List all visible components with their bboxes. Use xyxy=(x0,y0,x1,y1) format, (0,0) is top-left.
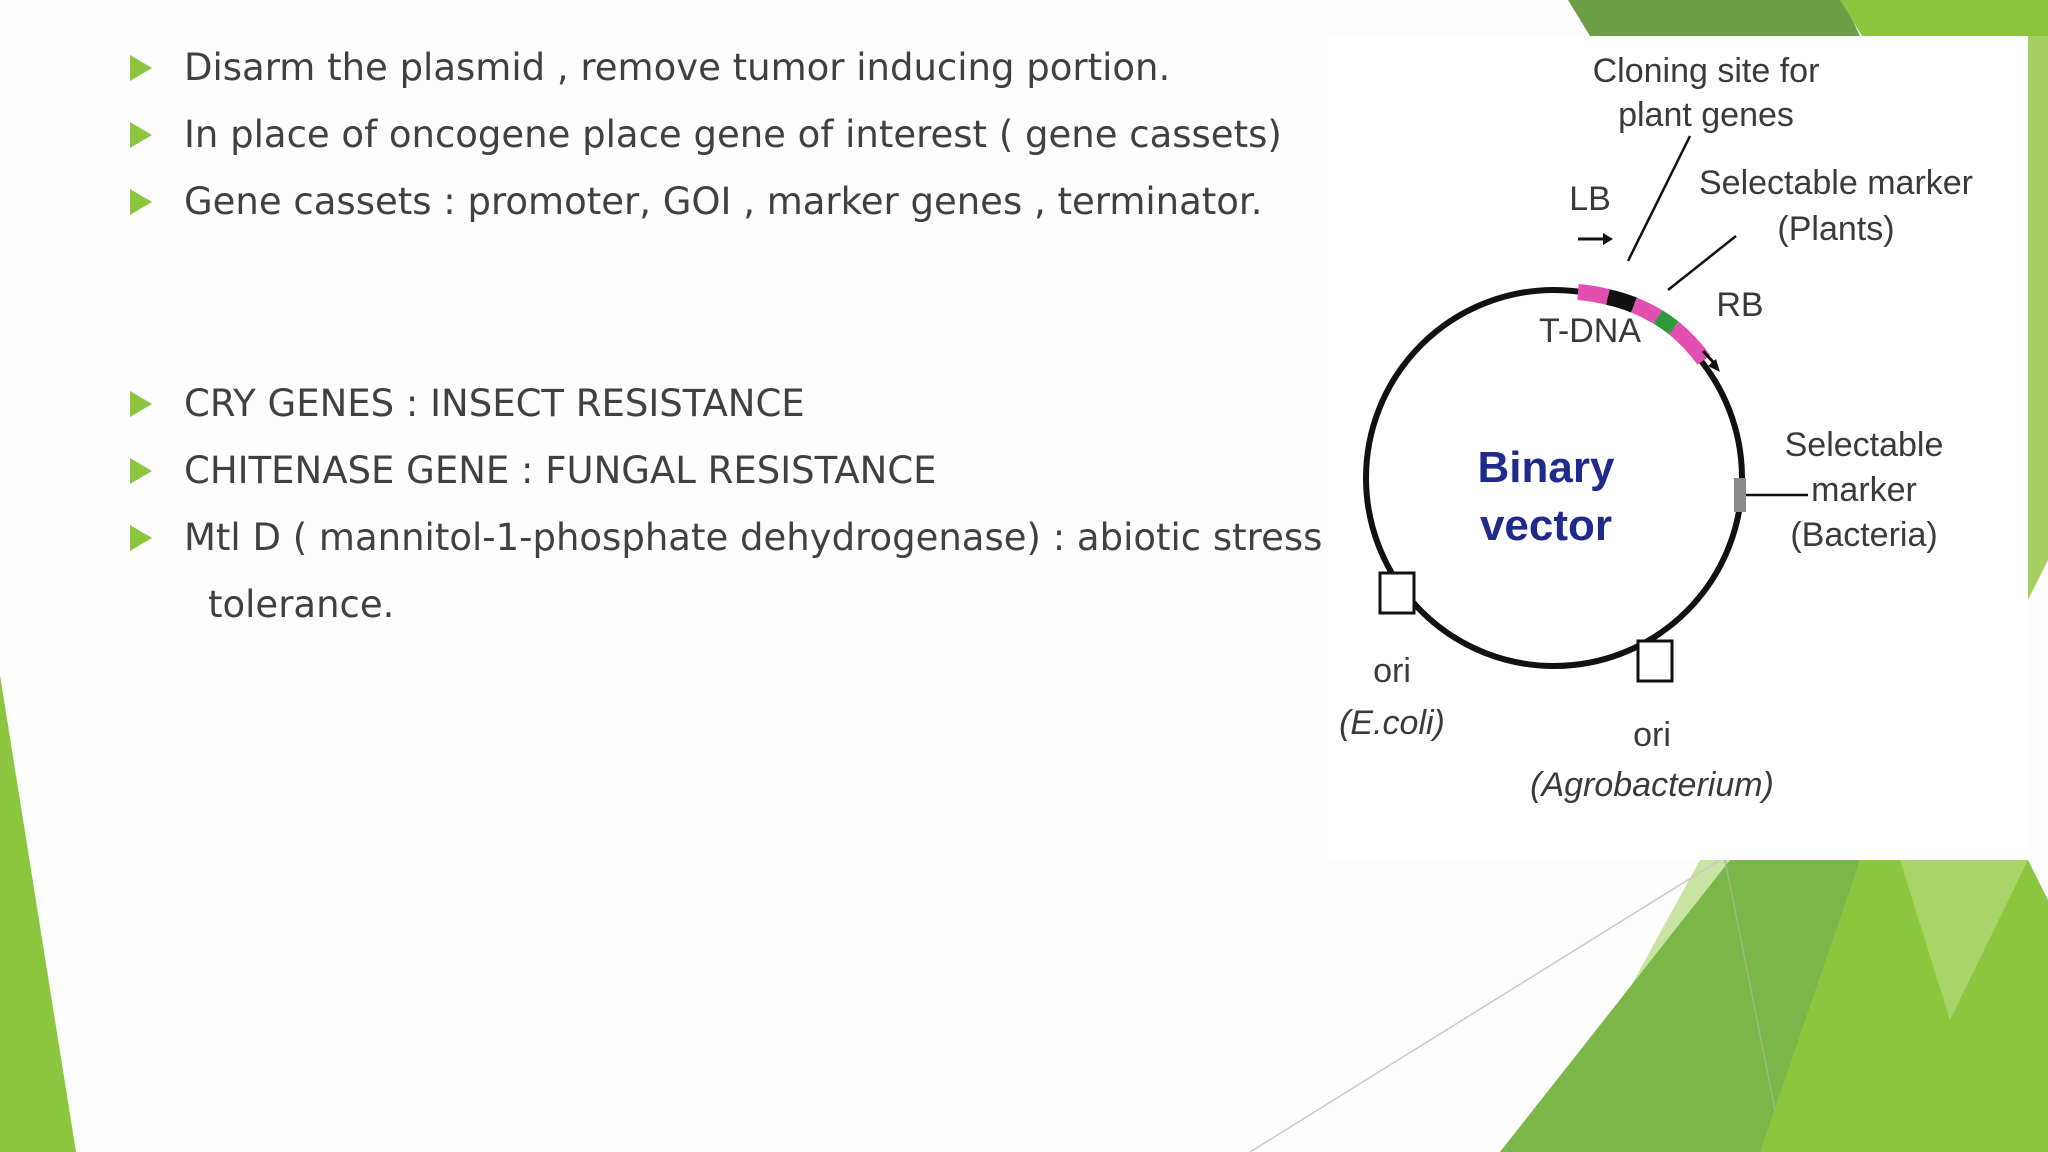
bullet-item: Mtl D ( mannitol-1-phosphate dehydrogena… xyxy=(130,504,1322,571)
diagram-title-line2: vector xyxy=(1480,501,1612,550)
plant-marker-label-line1: Selectable marker xyxy=(1699,164,1973,202)
bacteria-marker-label-line2: marker xyxy=(1811,471,1917,509)
ori-ecoli-label-line1: ori xyxy=(1373,652,1411,690)
transgene-pink-segment xyxy=(1630,297,1663,324)
bg-shape-top-dark xyxy=(1568,0,1860,36)
bullet-text: Mtl D ( mannitol-1-phosphate dehydrogena… xyxy=(184,516,1323,559)
ori-agro-box xyxy=(1636,639,1674,683)
plant-marker-segment xyxy=(1653,310,1679,335)
bullet-text: In place of oncogene place gene of inter… xyxy=(184,113,1282,156)
cloning-site-pointer xyxy=(1626,135,1692,262)
bullet-item: CHITENASE GENE : FUNGAL RESISTANCE xyxy=(130,437,937,504)
cloning-site-label-line2: plant genes xyxy=(1618,96,1794,134)
bg-shape-right-light xyxy=(2028,36,2048,600)
bg-thin-line xyxy=(1249,859,1721,1152)
bg-thin-line-2 xyxy=(1724,859,1776,1111)
ori-ecoli-box xyxy=(1378,571,1416,615)
bullet-text: CHITENASE GENE : FUNGAL RESISTANCE xyxy=(184,449,937,492)
ori-agro-label-line2: (Agrobacterium) xyxy=(1530,766,1774,804)
rb-arrow-icon xyxy=(1701,349,1716,365)
bg-shape-top-light xyxy=(1840,0,2048,36)
triangle-bullet-icon xyxy=(130,122,152,148)
ori-agro-label-line1: ori xyxy=(1633,716,1671,754)
bg-shape-bottom-right-light xyxy=(1900,860,2028,1020)
lb-arrowhead-icon xyxy=(1603,233,1613,245)
cloning-site-label-line1: Cloning site for xyxy=(1593,52,1820,90)
triangle-bullet-icon xyxy=(130,55,152,81)
bullet-text: Disarm the plasmid , remove tumor induci… xyxy=(184,46,1171,89)
cloning-site-segment xyxy=(1606,289,1637,313)
right-border-segment xyxy=(1668,321,1711,365)
bullet-item: Disarm the plasmid , remove tumor induci… xyxy=(130,34,1170,101)
triangle-bullet-icon xyxy=(130,391,152,417)
triangle-bullet-icon xyxy=(130,458,152,484)
bullet-item: CRY GENES : INSECT RESISTANCE xyxy=(130,370,805,437)
bg-shape-left-green xyxy=(0,675,76,1152)
tdna-label: T-DNA xyxy=(1539,312,1641,350)
triangle-bullet-icon xyxy=(130,525,152,551)
left-border-segment xyxy=(1577,284,1610,305)
bacteria-marker-label-line1: Selectable xyxy=(1785,426,1944,464)
plant-marker-label-line2: (Plants) xyxy=(1777,210,1894,248)
ori-ecoli-label-line2: (E.coli) xyxy=(1339,704,1445,742)
lb-label: LB xyxy=(1569,180,1611,218)
bacteria-marker-label-line3: (Bacteria) xyxy=(1790,516,1937,554)
triangle-bullet-icon xyxy=(130,189,152,215)
binary-vector-svg: Cloning site for plant genes LB Selectab… xyxy=(1339,52,1973,804)
bullet-text: CRY GENES : INSECT RESISTANCE xyxy=(184,382,805,425)
rb-arrowhead-icon xyxy=(1708,359,1720,372)
bullet-item: In place of oncogene place gene of inter… xyxy=(130,101,1282,168)
bullet-item: Gene cassets : promoter, GOI , marker ge… xyxy=(130,168,1263,235)
diagram-title-line1: Binary xyxy=(1478,443,1615,492)
bullet-list: Disarm the plasmid , remove tumor induci… xyxy=(130,34,1322,626)
bacteria-marker-segment xyxy=(1734,478,1746,512)
bullet-continuation: tolerance. xyxy=(208,583,395,626)
bullet-text: Gene cassets : promoter, GOI , marker ge… xyxy=(184,180,1263,223)
binary-vector-diagram: Cloning site for plant genes LB Selectab… xyxy=(1328,36,2028,860)
plant-marker-pointer xyxy=(1667,235,1737,291)
rb-label: RB xyxy=(1716,286,1763,324)
